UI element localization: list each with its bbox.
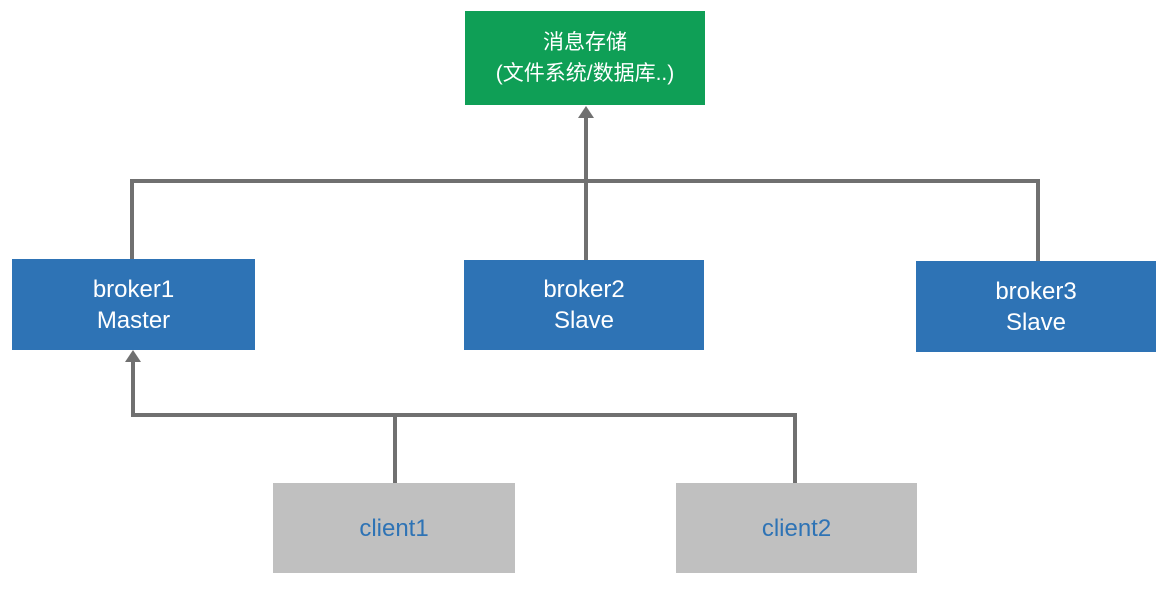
client1-node: client1 [273, 483, 515, 573]
broker1-node: broker1 Master [12, 259, 255, 350]
broker2-node-name: broker2 [543, 276, 625, 303]
broker1-node-name: broker1 [92, 275, 175, 303]
client1-node-label: client1 [359, 514, 429, 542]
broker3-node-role: Slave [1005, 308, 1067, 336]
client2-node: client2 [676, 483, 917, 573]
storage-node-title: 消息存储 [543, 31, 627, 54]
connector-client1-to-bus [393, 413, 397, 483]
connector-broker2-to-storage [584, 116, 588, 260]
broker3-node-name: broker3 [995, 277, 1077, 305]
connector-broker3-to-bus [1036, 179, 1040, 261]
arrowhead-into-broker1-icon [125, 350, 141, 362]
connector-clients-bus [131, 413, 797, 417]
broker3-node: broker3 Slave [916, 261, 1156, 352]
storage-node-subtitle: (文件系统/数据库..) [495, 62, 675, 85]
connector-bus-to-broker1 [131, 360, 135, 417]
client2-node-label: client2 [761, 514, 832, 542]
storage-node: 消息存储 (文件系统/数据库..) [465, 11, 705, 105]
broker2-node-role: Slave [553, 307, 615, 334]
connector-client2-to-bus [793, 413, 797, 483]
connector-broker1-to-bus [130, 179, 134, 259]
arrowhead-into-storage-icon [578, 106, 594, 118]
broker2-node: broker2 Slave [464, 260, 704, 350]
broker1-node-role: Master [96, 306, 171, 334]
